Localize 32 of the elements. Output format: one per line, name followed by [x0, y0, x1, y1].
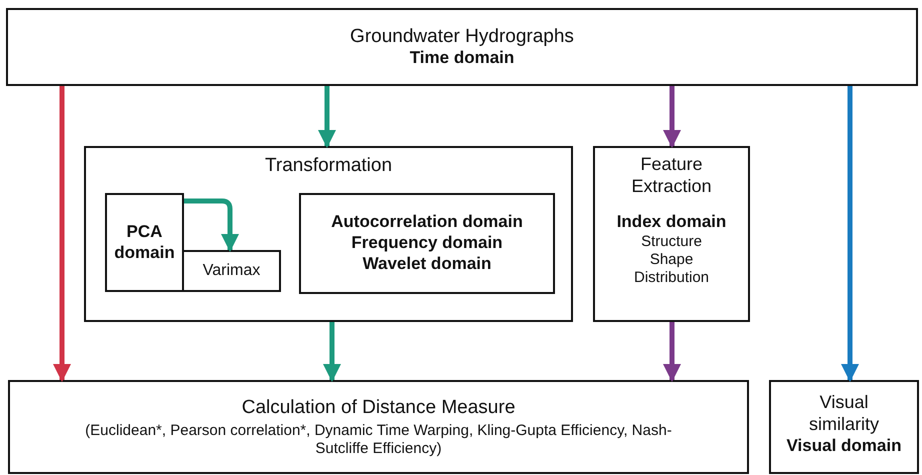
- arrow: [318, 86, 336, 148]
- process-box: [593, 146, 750, 322]
- arrow: [841, 86, 859, 382]
- node-title: Groundwater Hydrographs: [350, 25, 574, 48]
- domain-box: [105, 193, 184, 292]
- node-title: Visual similarity: [808, 392, 880, 436]
- process-box: [8, 380, 749, 474]
- node-text: Visual domain: [786, 436, 902, 457]
- source-box: [6, 8, 918, 86]
- node-text: Shape: [650, 250, 694, 270]
- node-title: Feature Extraction: [630, 154, 713, 198]
- process-box: [84, 146, 573, 322]
- output-box: [769, 380, 919, 474]
- arrow: [53, 86, 71, 382]
- arrow: [663, 322, 681, 382]
- node-title: PCA domain: [113, 222, 176, 264]
- node-text: Wavelet domain: [362, 254, 492, 275]
- method-box: [182, 250, 281, 292]
- node-title: Transformation: [264, 154, 392, 178]
- node-title: Calculation of Distance Measure: [242, 396, 516, 420]
- node-text: Distribution: [634, 269, 710, 288]
- node-text: Frequency domain: [351, 233, 503, 254]
- arrow: [663, 86, 681, 148]
- node-title: Autocorrelation domain: [331, 212, 523, 234]
- node-title: Varimax: [202, 261, 260, 281]
- node-text: (Euclidean*, Pearson correlation*, Dynamic Time Warping, Kling-Gupta Efficiency, Nash-Sutcliffe Efficiency): [84, 422, 673, 459]
- node-text: Index domain: [616, 212, 726, 233]
- arrow: [184, 198, 239, 252]
- arrow: [323, 322, 341, 382]
- node-text: Structure: [641, 232, 702, 251]
- domain-box: [299, 193, 555, 294]
- node-text: Time domain: [410, 48, 514, 69]
